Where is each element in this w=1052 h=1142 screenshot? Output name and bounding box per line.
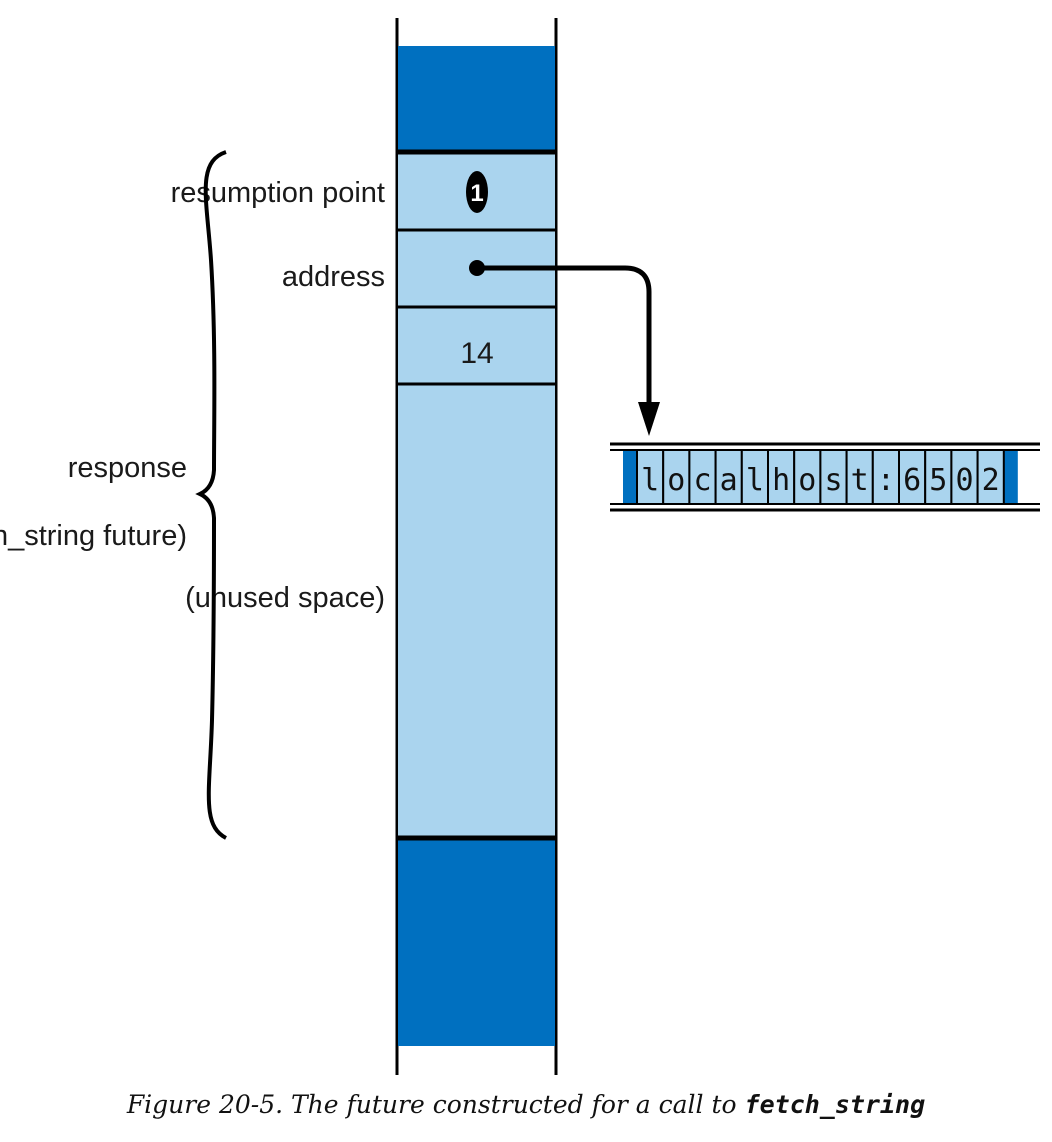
buffer-left-cap — [623, 450, 637, 504]
buffer-char: 2 — [982, 463, 1000, 498]
buffer-cell — [819, 449, 848, 505]
buffer-right-cap — [1003, 450, 1018, 504]
value-cell-text: 14 — [460, 337, 493, 370]
address-pointer-arrowhead — [638, 402, 660, 436]
buffer-cell — [845, 449, 874, 505]
buffer-char: o — [667, 463, 685, 498]
buffer-char: 6 — [903, 463, 921, 498]
label-address: address — [282, 261, 385, 293]
buffer-char: h — [772, 463, 790, 498]
caption-text: Figure 20-5. The future constructed for … — [126, 1090, 745, 1119]
buffer-char: 0 — [955, 463, 973, 498]
resumption-point-marker: 1 — [466, 171, 488, 213]
figure-caption: Figure 20-5. The future constructed for … — [0, 1090, 1052, 1119]
label-unused-space: (unused space) — [185, 582, 385, 614]
buffer-char: s — [824, 463, 842, 498]
label-resumption-point: resumption point — [171, 177, 385, 209]
buffer-char: 5 — [929, 463, 947, 498]
buffer-cell — [688, 449, 717, 505]
label-response: response — [68, 452, 187, 484]
response-brace — [195, 150, 228, 840]
buffer-char: t — [851, 463, 869, 498]
buffer-char: o — [798, 463, 816, 498]
future-region — [398, 151, 555, 838]
buffer-char: a — [720, 463, 738, 498]
buffer-char: l — [641, 463, 659, 498]
buffer-cell — [740, 449, 769, 505]
buffer-char: : — [877, 463, 895, 498]
address-pointer-line — [477, 265, 652, 408]
buffer-cell — [714, 449, 743, 505]
buffer-char: l — [746, 463, 764, 498]
resumption-marker-text: 1 — [470, 180, 483, 207]
stack-bottom-block — [398, 838, 555, 1046]
label-fetch-string-future: (fetch_string future) — [0, 520, 187, 552]
buffer-char: c — [693, 463, 711, 498]
caption-code: fetch_string — [744, 1090, 926, 1119]
buffer-cell — [767, 449, 796, 505]
stack-top-block — [398, 46, 555, 151]
